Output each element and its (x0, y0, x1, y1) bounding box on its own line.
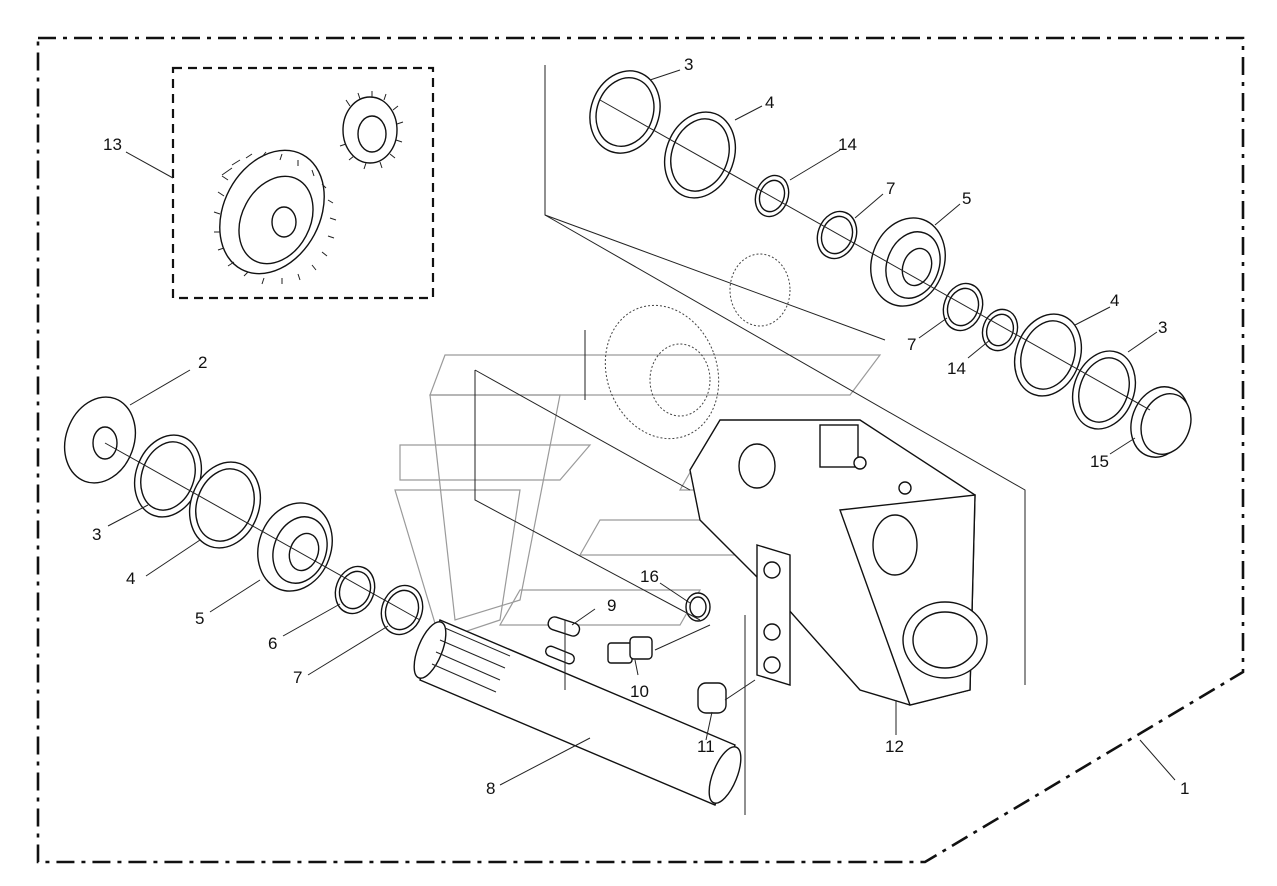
callout-12: 12 (885, 737, 904, 756)
callout-labels: 1 2 3 4 5 6 7 8 9 10 11 12 13 3 4 14 7 5… (92, 55, 1189, 798)
retainer-14-top (754, 174, 790, 218)
callout-5-left: 5 (195, 609, 204, 628)
washer-7-top (816, 210, 858, 260)
callout-7-right: 7 (907, 335, 916, 354)
callout-16: 16 (640, 567, 659, 586)
crown-gear (213, 149, 337, 285)
callout-2: 2 (198, 353, 207, 372)
bearing-5-left (257, 502, 333, 592)
callout-3-right: 3 (1158, 318, 1167, 337)
leader-lines (107, 69, 1176, 786)
circlip-3-right (1071, 350, 1137, 430)
callout-7-top: 7 (886, 179, 895, 198)
callout-10: 10 (630, 682, 649, 701)
callout-4-right: 4 (1110, 291, 1119, 310)
callout-13: 13 (103, 135, 122, 154)
cap-15 (1130, 386, 1192, 458)
callout-8: 8 (486, 779, 495, 798)
callout-4-left: 4 (126, 569, 135, 588)
callout-6: 6 (268, 634, 277, 653)
callout-7-lower: 7 (293, 668, 302, 687)
input-shaft-8 (413, 619, 742, 806)
callout-5-right: 5 (962, 189, 971, 208)
plug-10 (607, 636, 653, 664)
callout-1: 1 (1180, 779, 1189, 798)
callout-3-top: 3 (684, 55, 693, 74)
callout-11: 11 (697, 737, 715, 756)
assembly-guide-lines (474, 65, 1151, 815)
gear-set-boundary (171, 66, 435, 300)
circlip-3-top (589, 70, 661, 154)
o-ring-16 (685, 592, 711, 622)
plug-11 (697, 682, 727, 714)
shim-4-left (188, 461, 262, 549)
callout-14-right: 14 (947, 359, 966, 378)
callout-9: 9 (607, 596, 616, 615)
callout-15: 15 (1090, 452, 1109, 471)
bearing-5-right (870, 217, 946, 307)
washer-7-right (942, 282, 984, 332)
callout-4-top: 4 (765, 93, 774, 112)
shim-4-top (663, 111, 737, 199)
callout-3-left: 3 (92, 525, 101, 544)
callout-14-top: 14 (838, 135, 857, 154)
key-9 (547, 616, 581, 637)
washer-6 (334, 565, 376, 615)
shim-4-right (1013, 313, 1083, 397)
circlip-3-left (133, 434, 203, 518)
pinion-gear (339, 91, 404, 170)
housing-internal-gears (604, 253, 791, 440)
assembly-boundary (36, 36, 1245, 864)
gearbox-housing-12 (689, 419, 988, 706)
gear-set (213, 91, 404, 285)
